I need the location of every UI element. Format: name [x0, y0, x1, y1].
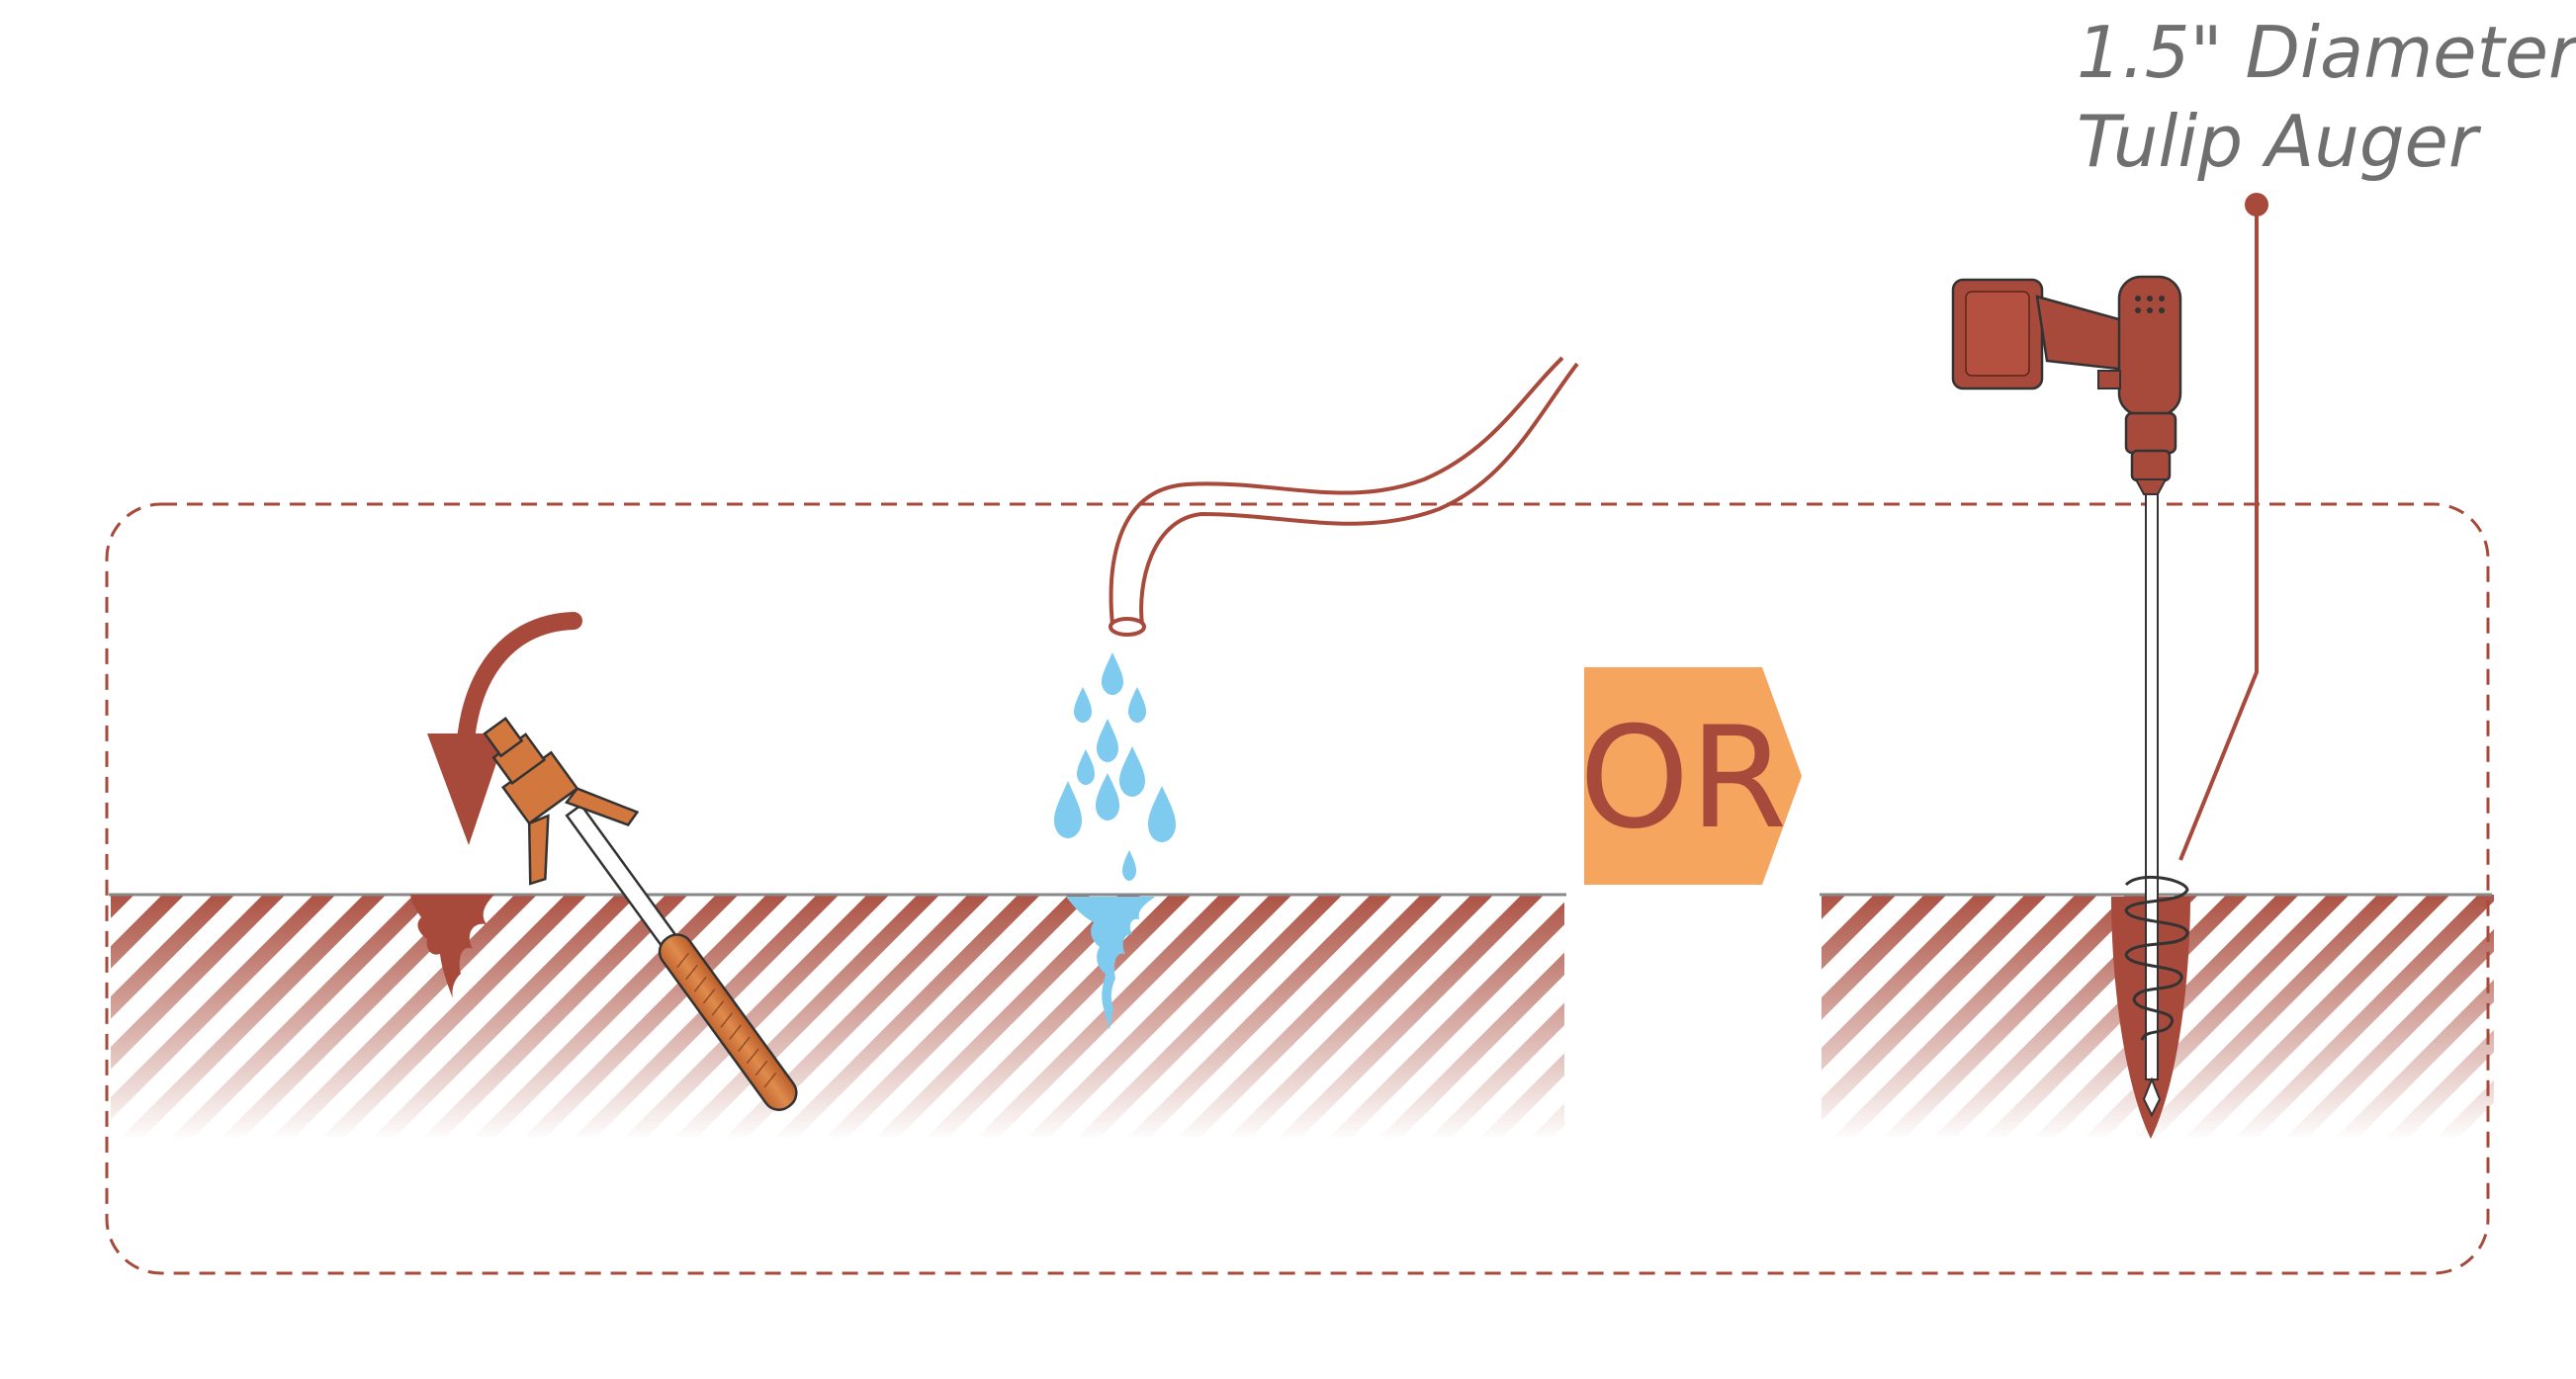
auger-bit-icon — [2124, 485, 2189, 1118]
hose-icon — [1109, 356, 1579, 637]
curved-arrow-icon — [427, 612, 582, 845]
callout-line-1: 1.5" Diameter — [2077, 11, 2576, 94]
callout-line-2: Tulip Auger — [2077, 100, 2482, 183]
callout: 1.5" Diameter Tulip Auger — [2077, 11, 2576, 861]
water-drops-icon — [1054, 652, 1176, 881]
callout-leader-line — [2178, 205, 2259, 861]
soil-left — [111, 895, 1564, 1137]
dashed-frame — [105, 502, 2490, 1275]
drill-icon — [1951, 275, 2182, 495]
or-badge: OR — [1579, 667, 1802, 885]
hole-splash — [410, 895, 494, 998]
or-label: OR — [1579, 697, 1787, 860]
hammer-icon — [483, 717, 798, 1111]
water-seepage — [1066, 897, 1155, 1030]
